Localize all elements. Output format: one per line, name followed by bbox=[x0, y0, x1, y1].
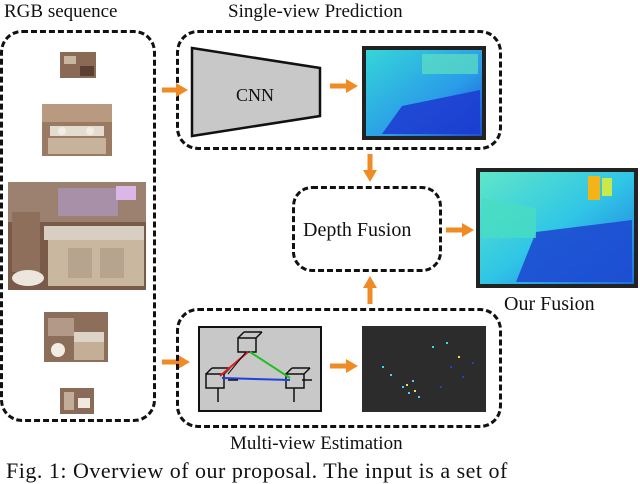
our-fusion-depth-map bbox=[476, 168, 638, 288]
multi-view-geometry bbox=[198, 326, 322, 412]
rgb-frame-3 bbox=[8, 182, 146, 290]
rgb-frame-4 bbox=[44, 312, 108, 362]
rgb-frame-5 bbox=[60, 388, 94, 414]
arrow-geometry-to-sparse bbox=[330, 359, 358, 373]
rgb-sequence-label: RGB sequence bbox=[4, 1, 118, 22]
rgb-sequence-box bbox=[0, 30, 156, 422]
multi-view-estimation-label: Multi-view Estimation bbox=[230, 433, 403, 454]
rgb-frame-2 bbox=[42, 104, 112, 156]
single-view-depth-map bbox=[362, 46, 486, 140]
our-fusion-label: Our Fusion bbox=[504, 293, 595, 315]
rgb-frame-1 bbox=[60, 52, 96, 78]
single-view-prediction-label: Single-view Prediction bbox=[228, 1, 403, 22]
arrow-cnn-to-depth bbox=[330, 79, 358, 93]
arrow-rgb-to-cnn bbox=[162, 83, 188, 97]
depth-fusion-label: Depth Fusion bbox=[303, 219, 412, 241]
arrow-multi-to-fusion bbox=[363, 276, 377, 304]
multi-view-box bbox=[176, 308, 502, 428]
arrow-fusion-to-result bbox=[446, 223, 474, 237]
sparse-depth-map bbox=[362, 326, 486, 412]
arrow-single-to-fusion bbox=[363, 154, 377, 182]
cnn-block bbox=[190, 46, 322, 138]
cnn-label: CNN bbox=[236, 85, 275, 105]
figure-caption: Fig. 1: Overview of our proposal. The in… bbox=[6, 458, 508, 483]
depth-fusion-box bbox=[292, 186, 442, 272]
